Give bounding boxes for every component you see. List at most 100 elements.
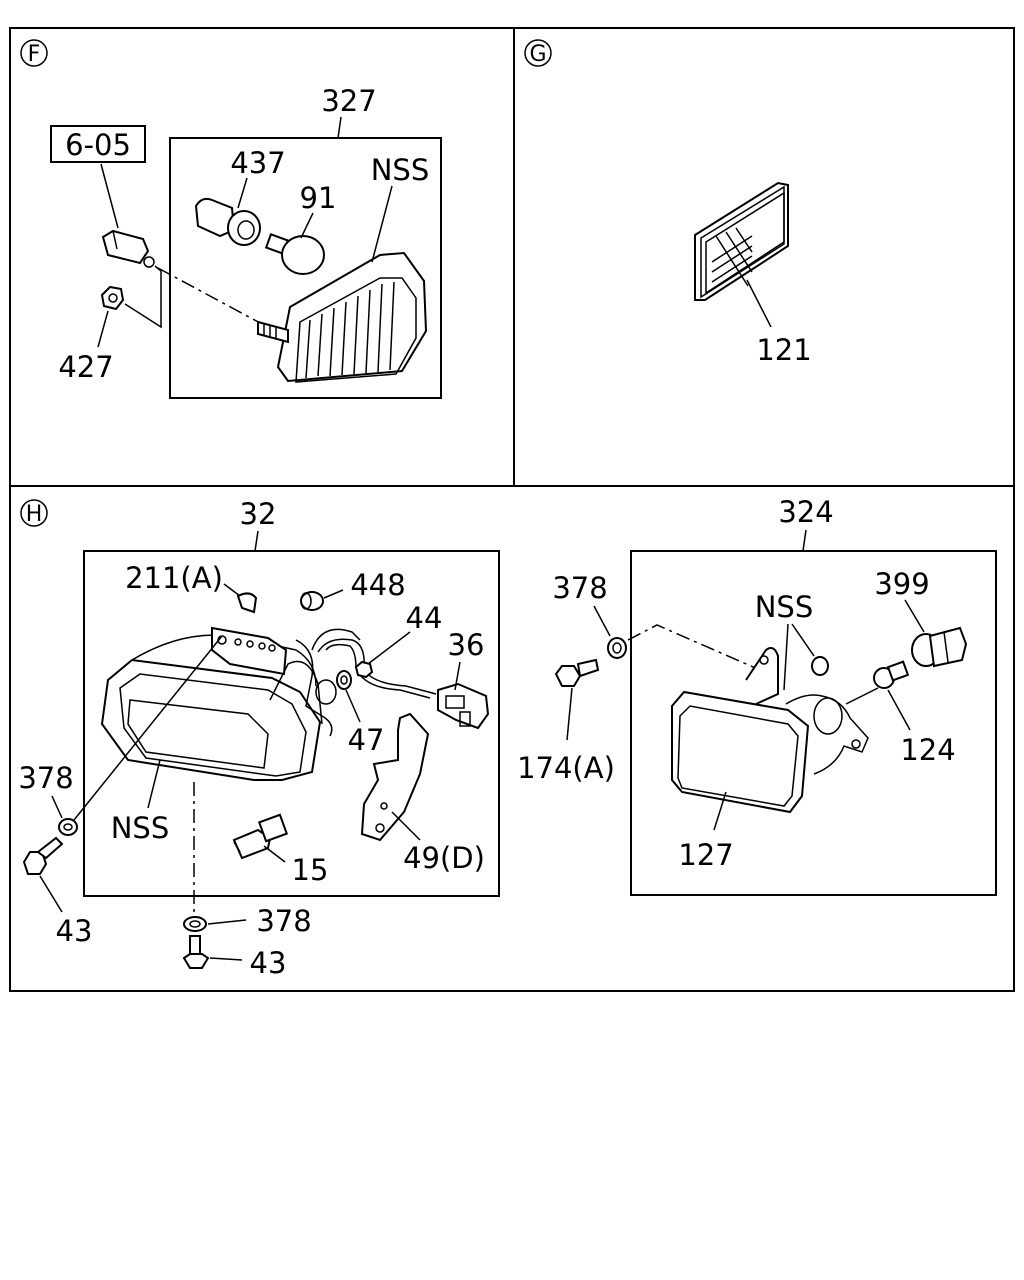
bulb-91-label: 91 — [300, 181, 337, 215]
leader-line — [713, 791, 727, 831]
stud-bolt-part[interactable] — [101, 229, 155, 268]
leader-line — [391, 811, 421, 841]
side-lamp-nss-label: NSS — [371, 153, 430, 187]
socket-399-part[interactable] — [911, 626, 968, 668]
washer-47-part[interactable] — [336, 670, 352, 690]
bolt-174a-part[interactable] — [554, 658, 600, 687]
washer-47-label: 47 — [348, 723, 385, 757]
connector-36-label: 36 — [448, 628, 485, 662]
side-lamp-part[interactable] — [257, 251, 428, 383]
bolt-43-left-part[interactable] — [22, 836, 64, 875]
section-h-marker: H — [20, 499, 48, 527]
ref-box-label: 6-05 — [65, 128, 131, 162]
circled-letter-icon — [20, 499, 48, 527]
leader-line — [566, 687, 573, 741]
bulb-15-label: 15 — [292, 853, 329, 887]
leader-line — [593, 605, 611, 637]
leader-line — [263, 845, 286, 863]
assembly-324-box — [630, 550, 997, 896]
socket-399-label: 399 — [874, 567, 929, 601]
leader-line — [223, 583, 241, 597]
fog-lamp-127-label: 127 — [678, 838, 733, 872]
panel-frames — [9, 27, 1015, 992]
bracket-49d-label: 49(D) — [403, 841, 485, 875]
leader-line — [147, 759, 161, 809]
leader-line — [337, 116, 342, 139]
section-g: G 121 — [524, 39, 812, 367]
section-f: F 6-05 327 427 — [20, 39, 442, 399]
leader-line — [791, 623, 815, 657]
nut-427-part[interactable] — [100, 285, 125, 311]
connector-36-part[interactable] — [437, 682, 490, 730]
circled-letter-icon — [524, 39, 552, 67]
leader-line — [323, 589, 344, 599]
clip-211a-part[interactable] — [236, 592, 258, 614]
reflector-121-part[interactable] — [694, 181, 789, 301]
assembly-32-box — [83, 550, 500, 897]
assembly-327-label: 327 — [321, 84, 376, 118]
leader-line — [454, 661, 461, 691]
leader-line — [51, 795, 63, 819]
bulb-socket-437-label: 437 — [230, 146, 285, 180]
nss-right-label: NSS — [755, 590, 814, 624]
leader-line — [746, 279, 772, 328]
reflector-121-label: 121 — [756, 333, 811, 367]
leader-line — [237, 177, 248, 209]
bolt-43-left-label: 43 — [56, 914, 93, 948]
washer-378-right-label: 378 — [552, 571, 607, 605]
leader-line — [802, 529, 807, 552]
bulb-124-label: 124 — [900, 733, 955, 767]
section-h-letter: H — [26, 502, 43, 527]
cap-448-label: 448 — [350, 568, 405, 602]
assembly-327-box — [169, 137, 442, 399]
lamp-left-nss-label: NSS — [111, 811, 170, 845]
fog-lamp-left-part[interactable] — [100, 626, 337, 781]
section-h: H 32 211(A) 448 — [18, 495, 997, 980]
circled-letter-icon — [20, 39, 48, 67]
wire-harness-part[interactable] — [311, 628, 437, 699]
leader-line — [887, 689, 911, 731]
ref-box-6-05[interactable]: 6-05 — [50, 125, 146, 163]
clip-211a-label: 211(A) — [125, 561, 223, 595]
cap-448-part[interactable] — [300, 591, 324, 611]
bulb-15-part[interactable] — [232, 813, 289, 860]
washer-378-right-part[interactable] — [607, 637, 627, 659]
leader-line — [73, 635, 223, 821]
bracket-49d-part[interactable] — [360, 712, 430, 842]
leader-line — [345, 689, 361, 723]
bolt-174a-label: 174(A) — [517, 751, 615, 785]
fog-lamp-right-part[interactable] — [671, 647, 869, 814]
leader-line — [100, 163, 119, 229]
leader-line — [97, 310, 109, 348]
washer-378-bottom-label: 378 — [256, 904, 311, 938]
nut-427-label: 427 — [58, 350, 113, 384]
leader-line — [904, 599, 925, 633]
washer-378-left-part[interactable] — [58, 818, 78, 836]
leader-line — [783, 623, 789, 691]
bolt-43-bottom-label: 43 — [250, 946, 287, 980]
leader-line — [254, 530, 259, 552]
leader-line — [300, 212, 314, 239]
nut-44-part[interactable] — [354, 660, 374, 679]
section-f-marker: F — [20, 39, 48, 67]
leader-line — [207, 919, 247, 925]
bulb-socket-437-part[interactable] — [194, 197, 261, 246]
leader-line — [39, 875, 63, 913]
bulb-91-part[interactable] — [264, 233, 325, 275]
leader-line — [845, 687, 879, 705]
washer-378-bottom-part[interactable] — [183, 916, 207, 932]
washer-378-left-label: 378 — [18, 761, 73, 795]
leader-line — [371, 185, 393, 263]
leader-line — [209, 957, 243, 961]
nut-44-label: 44 — [406, 601, 443, 635]
assembly-direction-line — [627, 624, 761, 671]
bulb-124-part[interactable] — [873, 660, 910, 689]
cap-nss-right-part[interactable] — [811, 656, 829, 676]
section-f-letter: F — [28, 42, 41, 67]
section-g-marker: G — [524, 39, 552, 67]
assembly-324-label: 324 — [778, 495, 833, 529]
bolt-43-bottom-part[interactable] — [182, 935, 210, 969]
section-g-letter: G — [529, 42, 546, 67]
assembly-direction-line — [157, 267, 263, 325]
